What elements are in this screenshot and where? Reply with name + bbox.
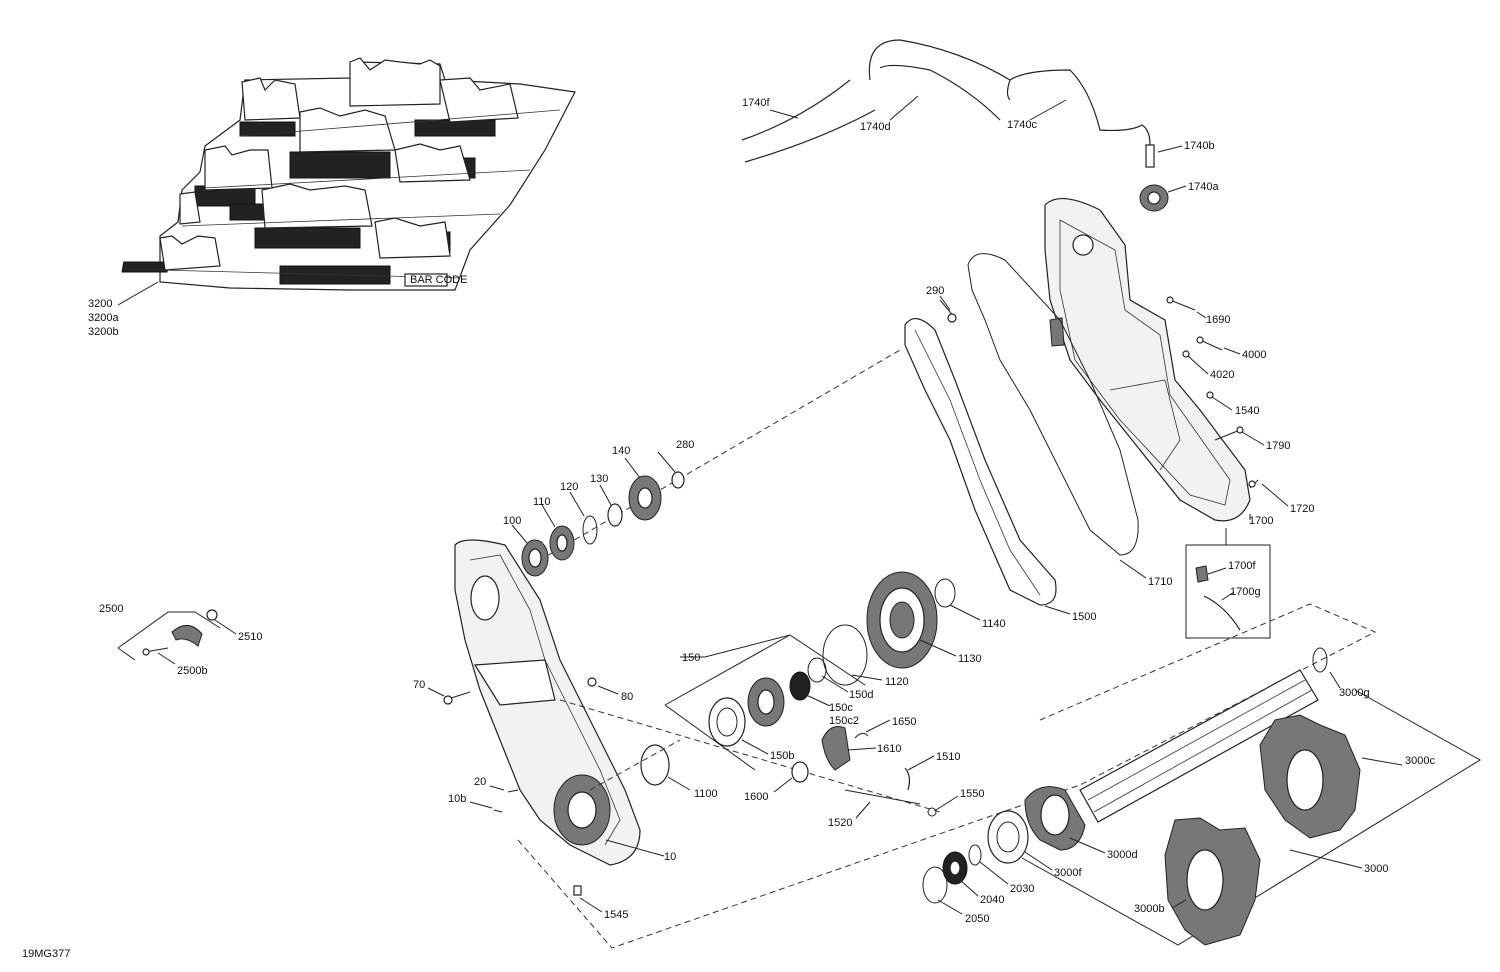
- callout-1650: 1650: [892, 716, 916, 728]
- callout-150c2: 150c2: [829, 715, 859, 727]
- callout-1690: 1690: [1206, 314, 1230, 326]
- bolt-290: [939, 299, 957, 323]
- seal-1100: [640, 744, 670, 786]
- chaincase-gasket: [967, 253, 1139, 556]
- tensioner-parts: [791, 726, 937, 817]
- callout-1140: 1140: [982, 618, 1006, 630]
- callout-1740c: 1740c: [1007, 119, 1037, 131]
- callout-2030: 2030: [1010, 883, 1034, 895]
- callout-1740a: 1740a: [1188, 181, 1219, 193]
- callout-1740f: 1740f: [742, 97, 770, 109]
- callout-2050: 2050: [965, 913, 989, 925]
- callout-1500: 1500: [1072, 611, 1096, 623]
- hose-assembly: [741, 39, 1169, 212]
- circlip-1120: [822, 624, 868, 686]
- callout-3000c: 3000c: [1405, 755, 1435, 767]
- callout-150: 150: [682, 652, 700, 664]
- callout-1700: 1700: [1249, 515, 1273, 527]
- cover-bolts: [1166, 296, 1259, 489]
- callout-280: 280: [676, 439, 694, 451]
- callout-1740b: 1740b: [1184, 140, 1215, 152]
- callout-3000g: 3000g: [1339, 687, 1370, 699]
- callout-3000b: 3000b: [1134, 903, 1165, 915]
- callout-120: 120: [560, 481, 578, 493]
- callout-2500b: 2500b: [177, 665, 208, 677]
- callout-110: 110: [533, 496, 551, 508]
- callout-2040: 2040: [980, 894, 1004, 906]
- callout-1520: 1520: [828, 817, 852, 829]
- callout-3200: 3200: [88, 298, 112, 310]
- callout-4000: 4000: [1242, 349, 1266, 361]
- callout-1740d: 1740d: [860, 121, 891, 133]
- callout-3000d: 3000d: [1107, 849, 1138, 861]
- callout-1600: 1600: [744, 791, 768, 803]
- callout-1540: 1540: [1235, 405, 1259, 417]
- assembly-150: [664, 634, 866, 771]
- callout-1100: 1100: [694, 788, 718, 800]
- callout-3000f: 3000f: [1054, 867, 1082, 879]
- callout-4020: 4020: [1210, 369, 1234, 381]
- callout-1610: 1610: [877, 743, 901, 755]
- callout-1130: 1130: [958, 653, 982, 665]
- callout-1120: 1120: [885, 676, 909, 688]
- callout-130: 130: [590, 473, 608, 485]
- callout-1700g: 1700g: [1230, 586, 1261, 598]
- ring-1140: [934, 578, 956, 608]
- callout-140: 140: [612, 445, 630, 457]
- callout-150b: 150b: [770, 750, 794, 762]
- callout-1790: 1790: [1266, 440, 1290, 452]
- case-bolts: [443, 677, 597, 896]
- bracket-2500: [117, 609, 221, 661]
- callout-2500: 2500: [99, 603, 123, 615]
- callout-290: 290: [926, 285, 944, 297]
- callout-3000: 3000: [1364, 863, 1388, 875]
- callout-1720: 1720: [1290, 503, 1314, 515]
- track-barcode-label: BAR CODE: [410, 274, 467, 286]
- callout-10: 10: [664, 851, 676, 863]
- track-illustration: BAR CODE: [121, 57, 576, 291]
- callout-2510: 2510: [238, 631, 262, 643]
- drive-shaft-box: [517, 603, 1481, 949]
- callout-150c: 150c: [829, 702, 853, 714]
- callout-10b: 10b: [448, 793, 466, 805]
- drawing-id: 19MG377: [22, 948, 70, 960]
- gear-1130: [866, 571, 938, 669]
- callout-80: 80: [621, 691, 633, 703]
- callout-20: 20: [474, 776, 486, 788]
- chaincase-cover: [1044, 198, 1251, 522]
- callout-150d: 150d: [849, 689, 873, 701]
- callout-1545: 1545: [604, 909, 628, 921]
- inner-chaincase: [454, 539, 641, 866]
- callout-labels: 3200 3200a 3200b 1740f 1740d 1740c 1740b…: [22, 97, 1435, 960]
- callout-1510: 1510: [936, 751, 960, 763]
- callout-70: 70: [413, 679, 425, 691]
- callout-1550: 1550: [960, 788, 984, 800]
- callout-100: 100: [503, 515, 521, 527]
- callout-1700f: 1700f: [1228, 560, 1256, 572]
- callout-3200b: 3200b: [88, 326, 119, 338]
- callout-3200a: 3200a: [88, 312, 119, 324]
- inset-box-1700: [1185, 528, 1271, 639]
- upper-shaft-stack: [521, 471, 685, 577]
- drive-chain: [904, 318, 1057, 606]
- callout-1710: 1710: [1148, 576, 1172, 588]
